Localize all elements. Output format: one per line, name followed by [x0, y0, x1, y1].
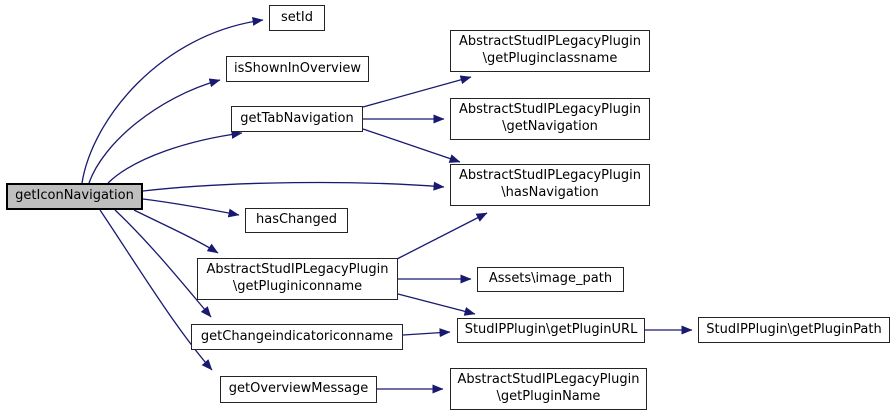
node-get-changeindicatoriconname[interactable]: getChangeindicatoriconname [191, 324, 403, 350]
edge-geticonnavigation-setid [81, 16, 264, 184]
node-set-id[interactable]: setId [269, 5, 325, 31]
node-has-changed[interactable]: hasChanged [245, 208, 348, 233]
node-get-plugin-name[interactable]: AbstractStudIPLegacyPlugin \getPluginNam… [450, 368, 647, 410]
edge-getpluginiconname-hasnavigation [396, 212, 488, 260]
node-get-pluginclassname[interactable]: AbstractStudIPLegacyPlugin \getPlugincla… [450, 30, 650, 72]
edge-geticonnavigation-haschanged [142, 198, 240, 218]
edge-getchangeindicatoriconname-getpluginurl [402, 328, 451, 338]
edge-geticonnavigation-getpluginiconname [133, 209, 219, 254]
edge-geticonnavigation-getoverviewmessage [99, 209, 213, 371]
edge-getpluginiconname-getpluginurl [397, 293, 476, 316]
node-get-navigation[interactable]: AbstractStudIPLegacyPlugin \getNavigatio… [450, 98, 650, 140]
node-get-tab-navigation[interactable]: getTabNavigation [231, 106, 363, 132]
edge-geticonnavigation-hasnavigation [142, 181, 445, 192]
node-get-icon-navigation: getIconNavigation [6, 183, 143, 210]
node-get-plugin-path[interactable]: StudIPPlugin\getPluginPath [698, 317, 890, 343]
node-get-overview-message[interactable]: getOverviewMessage [220, 376, 377, 403]
edge-gettabnavigation-getpluginclassname [362, 75, 472, 108]
node-get-plugin-url[interactable]: StudIPPlugin\getPluginURL [457, 318, 645, 343]
edge-geticonnavigation-gettabnavigation [107, 129, 243, 184]
edge-geticonnavigation-isshowninoverview [88, 78, 221, 184]
node-is-shown-in-overview[interactable]: isShownInOverview [226, 56, 369, 82]
node-get-pluginiconname[interactable]: AbstractStudIPLegacyPlugin \getPluginico… [197, 258, 398, 300]
node-has-navigation[interactable]: AbstractStudIPLegacyPlugin \hasNavigatio… [450, 164, 650, 206]
edge-gettabnavigation-hasnavigation [362, 128, 461, 163]
edge-geticonnavigation-getchangeindicatoriconname [114, 209, 212, 318]
node-assets-image-path[interactable]: Assets\image_path [477, 267, 624, 292]
